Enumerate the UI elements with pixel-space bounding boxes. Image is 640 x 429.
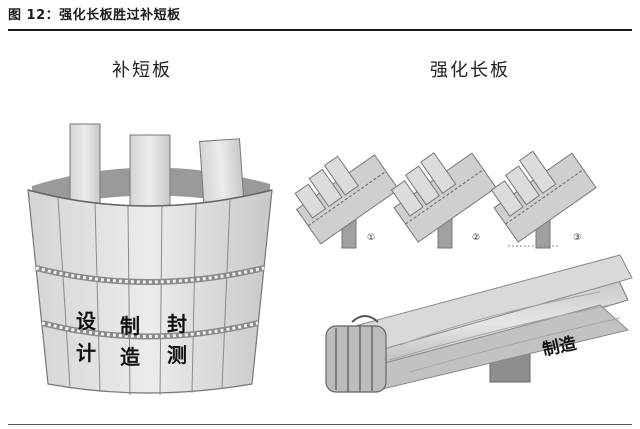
right-panel-title: 强化长板 [430, 60, 510, 81]
log-raft: 制造 [325, 254, 633, 393]
step-number: ② [472, 233, 480, 243]
barrel-stave-seams [57, 196, 231, 396]
wooden-barrel: 设 制 封 计 造 测 [27, 123, 273, 396]
step-diagram-2: ② [390, 152, 497, 249]
step-diagram-3: ③ [490, 150, 597, 249]
barrel-word: 设 [76, 309, 96, 333]
figure-caption: 图 12：强化长板胜过补短板 [8, 8, 181, 23]
barrel-body [27, 189, 273, 394]
caption-divider [8, 29, 632, 31]
step-diagram-1: ① [294, 154, 400, 249]
figure-bottom-divider [8, 424, 632, 425]
left-panel-title: 补短板 [112, 60, 172, 81]
barrel-word: 造 [120, 345, 141, 369]
step-number: ③ [573, 233, 581, 243]
barrel-word: 封 [167, 312, 187, 336]
step-number: ① [367, 233, 375, 243]
barrel-word: 测 [167, 343, 187, 367]
barrel-word: 计 [76, 341, 96, 365]
barrel-word: 制 [120, 314, 140, 338]
